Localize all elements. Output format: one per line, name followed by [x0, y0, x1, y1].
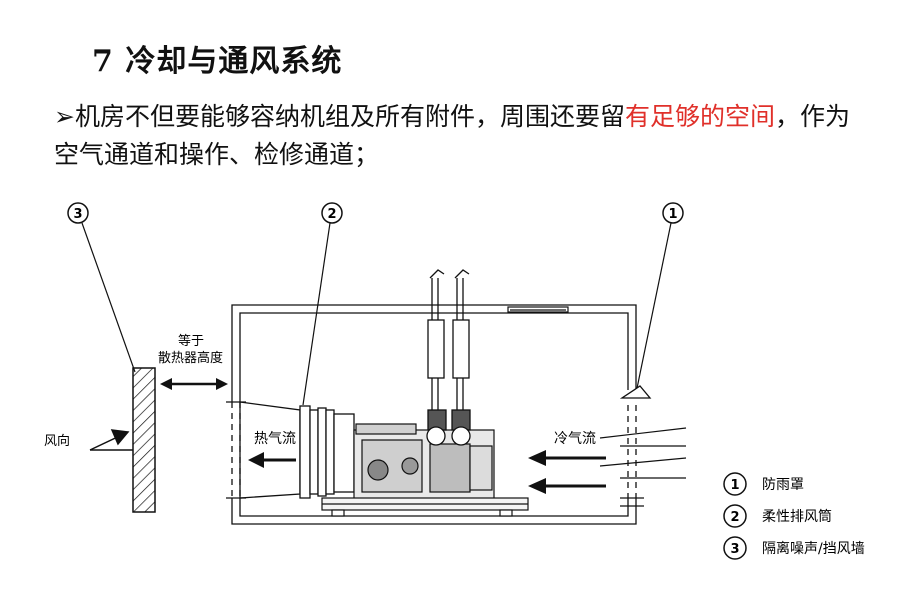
generator-set: [321, 423, 529, 517]
callout-1: 1: [634, 202, 684, 399]
legend-item-3: 3 隔离噪声/挡风墙: [723, 536, 865, 560]
svg-text:3: 3: [73, 207, 82, 222]
legend: 1 防雨罩 2 柔性排风筒 3 隔离噪声/挡风墙: [723, 472, 865, 560]
isolation-wall: [132, 367, 156, 513]
legend-item-1: 1 防雨罩: [723, 472, 804, 496]
left-opening: [226, 401, 246, 499]
cold-air-label: 冷气流: [554, 431, 596, 447]
svg-text:防雨罩: 防雨罩: [762, 477, 804, 493]
wind-arrow: [89, 429, 133, 451]
louver-blades: [599, 427, 687, 479]
hot-air-label: 热气流: [254, 431, 296, 447]
exhaust-pipes: [426, 269, 471, 446]
cold-air-arrow-lower: [528, 478, 606, 494]
height-arrow: [160, 378, 228, 390]
bullet-part2: ，作为空气通道和操作、检修通道；: [54, 102, 850, 169]
svg-text:隔离噪声/挡风墙: 隔离噪声/挡风墙: [762, 540, 865, 557]
bullet-text: ➢机房不但要能够容纳机组及所有附件，周围还要留有足够的空间，作为空气通道和操作、…: [54, 98, 854, 174]
svg-text:1: 1: [730, 478, 739, 493]
svg-text:2: 2: [327, 207, 336, 222]
hot-air-arrow: [248, 452, 296, 468]
height-label-line2: 散热器高度: [158, 350, 223, 366]
page-title: 7 冷却与通风系统: [92, 44, 343, 79]
room-outline: [231, 304, 637, 525]
top-vent: [507, 306, 569, 313]
height-label-line1: 等于: [178, 333, 204, 349]
exhaust-duct: [239, 401, 355, 499]
callout-3: 3: [67, 202, 136, 373]
wind-direction-label: 风向: [44, 433, 70, 449]
svg-text:柔性排风筒: 柔性排风筒: [762, 508, 832, 525]
bullet-part1: 机房不但要能够容纳机组及所有附件，周围还要留: [74, 102, 625, 131]
bullet-highlight: 有足够的空间: [624, 102, 775, 131]
legend-item-2: 2 柔性排风筒: [723, 504, 832, 528]
svg-text:1: 1: [668, 207, 677, 222]
bullet-marker: ➢: [54, 102, 75, 131]
rain-hood: [619, 385, 652, 507]
cold-air-arrow-upper: [528, 450, 606, 466]
svg-text:3: 3: [730, 542, 739, 557]
svg-text:2: 2: [730, 510, 739, 525]
callout-2: 2: [302, 202, 343, 406]
